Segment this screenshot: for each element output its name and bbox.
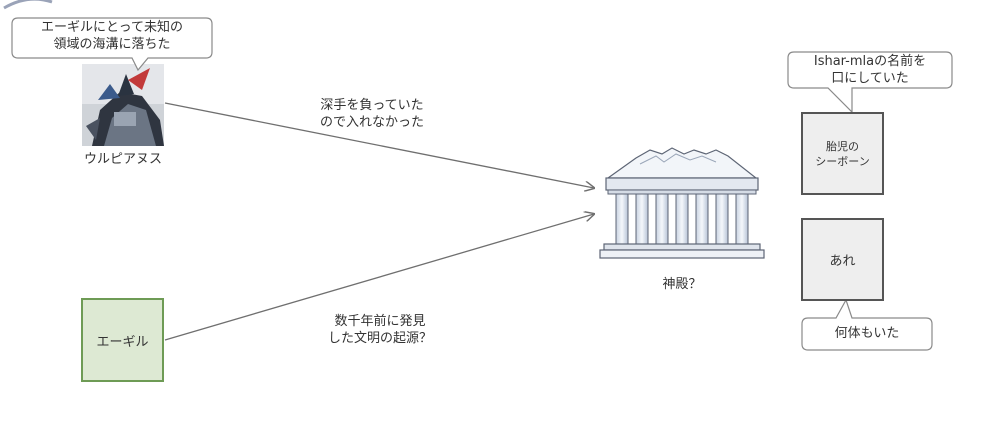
that-thing-bubble-text: 何体もいた: [834, 326, 900, 341]
ulpianus-speech-bubble: [11, 17, 213, 72]
edge-label-aegir-line-1: 数千年前に発見: [334, 314, 426, 329]
seaborn-fetus-label-line-1: 胎児の: [825, 139, 859, 153]
ulpianus-bubble-line-2: 領域の海溝に落ちた: [53, 37, 171, 52]
edge-label-ulpianus: 深手を負っていた ので入れなかった: [292, 97, 452, 131]
ulpianus-bubble-line-1: エーギルにとって未知の: [41, 20, 183, 35]
edge-label-ulpianus-line-1: 深手を負っていた: [320, 98, 424, 113]
temple-label: 神殿？: [662, 277, 702, 292]
arrow-aegir-to-temple: [164, 214, 594, 341]
edge-label-ulpianus-line-2: ので入れなかった: [319, 115, 424, 130]
edge-label-aegir: 数千年前に発見 した文明の起源？: [300, 313, 460, 347]
that-thing-label: あれ: [829, 254, 856, 269]
seaborn-speech-bubble: [787, 51, 953, 114]
seaborn-fetus-node: 胎児の シーボーン: [801, 112, 884, 195]
edge-label-aegir-line-2: した文明の起源？: [327, 331, 432, 346]
that-thing-node: あれ: [801, 218, 884, 301]
seaborn-bubble-line-1: Ishar-mlaの名前を: [813, 54, 927, 69]
ulpianus-portrait-icon: [82, 64, 164, 146]
ulpianus-bubble-text: エーギルにとって未知の 領域の海溝に落ちた: [12, 19, 212, 53]
seaborn-bubble-line-2: 口にしていた: [831, 71, 909, 86]
seaborn-fetus-label-line-2: シーボーン: [815, 154, 870, 168]
ulpianus-label: ウルピアヌス: [83, 152, 162, 167]
aegir-node: エーギル: [81, 298, 164, 382]
that-thing-speech-bubble: [801, 298, 933, 351]
temple-icon: [599, 147, 765, 259]
seaborn-bubble-text: Ishar-mlaの名前を 口にしていた: [788, 53, 952, 87]
arrow-ulpianus-to-temple: [164, 102, 594, 188]
aegir-label: エーギル: [96, 334, 149, 350]
decorative-arc: [3, 0, 53, 10]
